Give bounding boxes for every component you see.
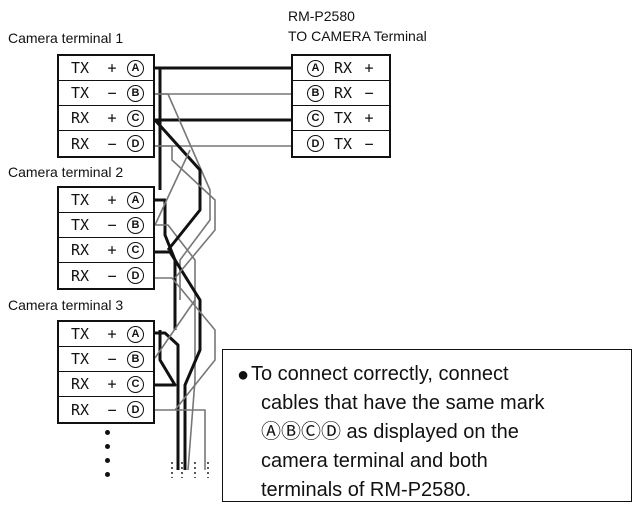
camera-terminal-3-block: TX+A TX−B RX+C RX−D <box>57 320 155 424</box>
rm-title-line2: TO CAMERA Terminal <box>288 28 427 44</box>
terminal-row: RX−D <box>59 131 153 156</box>
mark-a-icon: A <box>127 59 144 77</box>
terminal-row: TX+A <box>59 188 153 213</box>
wire-cross-3 <box>154 299 196 359</box>
camera-terminal-1-block: TX+A TX−B RX+C RX−D <box>57 54 155 158</box>
bullet-icon: ● <box>237 364 250 386</box>
continuation-dots <box>105 430 111 486</box>
wire-cross-1 <box>154 149 191 226</box>
camera-terminal-2-block: TX+A TX−B RX+C RX−D <box>57 186 155 290</box>
terminal-row: RX−D <box>59 397 153 422</box>
terminal-row: RX+C <box>59 106 153 131</box>
terminal-row: TX+A <box>59 56 153 81</box>
mark-c-icon: C <box>127 241 144 259</box>
note-line-4: camera terminal and both <box>261 450 488 472</box>
wire-cross-2 <box>155 330 177 387</box>
wire-d-bus <box>155 145 216 470</box>
note-line-1: To connect correctly, connect <box>251 363 509 385</box>
mark-c-icon: C <box>127 109 144 127</box>
note-line-3: ⒶⒷⒸⒹ as displayed on the <box>261 421 519 443</box>
mark-b-icon: B <box>127 350 144 368</box>
note-line-2: cables that have the same mark <box>261 392 545 414</box>
camera-terminal-3-label: Camera terminal 3 <box>8 297 124 313</box>
mark-d-icon: D <box>127 267 144 284</box>
mark-c-icon: C <box>307 109 324 127</box>
terminal-row: RX+C <box>59 238 153 263</box>
mark-d-icon: D <box>307 135 324 152</box>
wire-c-bus <box>153 118 202 470</box>
mark-b-icon: B <box>307 84 324 102</box>
mark-c-icon: C <box>127 375 144 393</box>
mark-a-icon: A <box>307 59 324 77</box>
mark-d-icon: D <box>127 401 144 418</box>
terminal-row: TX−B <box>59 347 153 372</box>
terminal-row: RX−D <box>59 263 153 288</box>
camera-terminal-1-label: Camera terminal 1 <box>8 30 124 46</box>
note-box: ● To connect correctly, connect cables t… <box>222 349 632 502</box>
rm-title-line1: RM-P2580 <box>288 8 355 24</box>
camera-terminal-2-label: Camera terminal 2 <box>8 164 124 180</box>
terminal-row: RX+C <box>59 372 153 397</box>
mark-b-icon: B <box>127 216 144 234</box>
terminal-row: TX−B <box>59 81 153 106</box>
terminal-row: TX+A <box>59 322 153 347</box>
mark-a-icon: A <box>127 191 144 209</box>
mark-b-icon: B <box>127 84 144 102</box>
mark-a-icon: A <box>127 325 144 343</box>
mark-abcd-icons: ⒶⒷⒸⒹ <box>261 421 341 443</box>
mark-d-icon: D <box>127 135 144 152</box>
terminal-row: TX−B <box>59 213 153 238</box>
note-line-5: terminals of RM-P2580. <box>261 479 472 501</box>
